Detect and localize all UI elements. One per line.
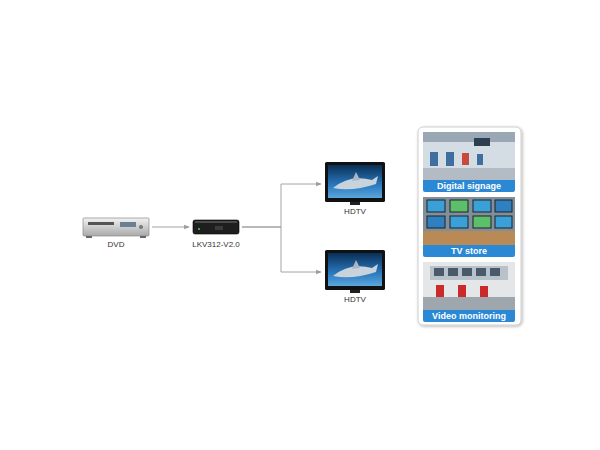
shark-fin (352, 260, 360, 269)
shark-fin (352, 172, 360, 181)
photo-screen (450, 200, 468, 212)
signal-arrow (152, 227, 189, 228)
photo-screen (477, 154, 483, 165)
player-display (120, 222, 136, 227)
application-panel (418, 127, 521, 325)
photo-floor (423, 168, 515, 180)
device-label: LKV312-V2.0 (163, 240, 269, 250)
photo-wall (430, 266, 508, 280)
photo-sign (474, 138, 490, 146)
dvd-player (83, 218, 149, 238)
tv-stand (350, 202, 360, 205)
tv-frame (325, 250, 385, 290)
splitter-body (193, 220, 239, 234)
tv-picture (328, 253, 382, 286)
device-label: HDTV (295, 295, 415, 305)
photo-screen (473, 200, 491, 212)
application-tile: Video monitoring (423, 262, 515, 322)
player-foot (86, 236, 92, 238)
player-knob (139, 225, 143, 229)
photo-shelf (423, 231, 515, 245)
store-photo (423, 197, 515, 245)
photo-screen (490, 268, 500, 276)
player-body (83, 218, 149, 236)
hdtv-screen (325, 250, 385, 293)
hdtv-screen (325, 162, 385, 205)
photo-screen (495, 200, 512, 212)
photo-chair (436, 285, 444, 297)
photo-background (423, 132, 515, 180)
tv-stand (350, 290, 360, 293)
photo-background (423, 262, 515, 310)
photo-screen (495, 216, 512, 228)
signage-photo (423, 132, 515, 180)
photo-screen (462, 153, 469, 165)
photo-screen (450, 216, 468, 228)
photo-screen (476, 268, 486, 276)
caption-band: TV store (423, 245, 515, 257)
photo-screen (473, 216, 491, 228)
photo-screen (448, 268, 458, 276)
signal-arrow (242, 227, 321, 272)
status-led (198, 228, 200, 230)
splitter-port (215, 226, 223, 230)
photo-chair (480, 286, 488, 297)
hdmi-splitter (193, 220, 239, 234)
monitoring-photo (423, 262, 515, 310)
caption-band: Video monitoring (423, 310, 515, 322)
photo-desk (423, 297, 515, 310)
player-foot (140, 236, 146, 238)
display-box: HDTV (325, 250, 385, 294)
splitter-top-edge (195, 221, 237, 223)
application-tile: Digital signage (423, 132, 515, 192)
photo-screen (446, 152, 454, 166)
disc-tray (88, 222, 114, 225)
photo-screen (427, 216, 445, 228)
signal-arrow (242, 184, 321, 227)
device-label: HDTV (295, 207, 415, 217)
device-label: DVD (53, 240, 179, 250)
photo-chair (458, 285, 466, 297)
application-tile: TV store (423, 197, 515, 257)
tv-frame (325, 162, 385, 202)
device-box: LKV312-V2.0 (193, 220, 239, 234)
photo-screen (427, 200, 445, 212)
device-box: DVD (83, 218, 149, 236)
caption-band: Digital signage (423, 180, 515, 192)
photo-screen (462, 268, 472, 276)
tv-picture (328, 165, 382, 198)
photo-ceiling (423, 132, 515, 142)
display-box: HDTV (325, 162, 385, 206)
photo-screen (430, 152, 438, 166)
photo-background (423, 197, 515, 245)
photo-screen (434, 268, 444, 276)
